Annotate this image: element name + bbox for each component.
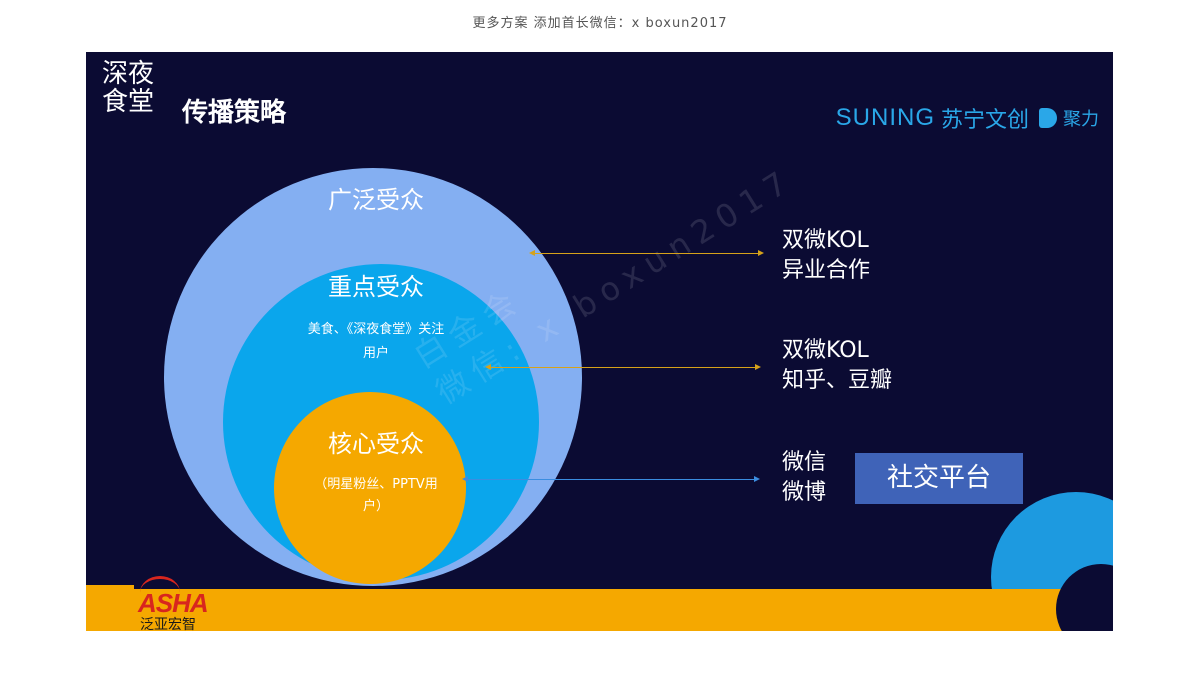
core-audience-circle	[274, 392, 466, 584]
core-audience-desc: （明星粉丝、PPTV用户）	[314, 477, 438, 514]
middle-audience-label: 重点受众	[328, 273, 424, 301]
bottom-bar	[86, 589, 1113, 631]
slide: 深夜 食堂 传播策略 SUNING 苏宁文创 聚力 白金会 微信: x boxu…	[86, 52, 1113, 631]
right-item-3: 微信 微博	[782, 448, 826, 508]
social-platform-box: 社交平台	[855, 453, 1023, 504]
slide-title: 传播策略	[182, 98, 287, 128]
arrow-outer	[529, 250, 764, 256]
right-item-1-line2: 异业合作	[782, 258, 871, 283]
right-item-1: 双微KOL 异业合作	[782, 226, 870, 286]
right-item-2-line2: 知乎、豆瓣	[782, 368, 893, 393]
asha-logo: ASHA 泛亚宏智	[136, 574, 216, 631]
core-audience-label: 核心受众	[328, 430, 424, 458]
bottom-left-tab	[86, 585, 134, 631]
right-item-2: 双微KOL 知乎、豆瓣	[782, 336, 892, 396]
arrow-core	[462, 476, 760, 482]
pptv-p-icon	[1039, 108, 1057, 128]
right-item-1-line1: 双微KOL	[782, 228, 869, 253]
top-note: 更多方案 添加首长微信：x boxun2017	[472, 16, 728, 31]
arrow-middle	[485, 364, 761, 370]
asha-arc-icon	[140, 576, 180, 609]
right-item-3-line1: 微信	[782, 450, 827, 475]
middle-audience-desc: 美食、《深夜食堂》关注用户	[307, 322, 445, 361]
asha-subtitle: 泛亚宏智	[140, 617, 196, 631]
suning-logo-text: SUNING	[835, 104, 935, 131]
logo-line-2: 食堂	[102, 87, 155, 117]
suning-wenchuang-text: 苏宁文创	[940, 108, 1029, 133]
asha-logo-text: ASHA	[138, 588, 209, 618]
shenye-shitang-logo: 深夜 食堂	[102, 60, 162, 116]
logo-line-1: 深夜	[102, 59, 155, 89]
outer-audience-label: 广泛受众	[328, 186, 424, 214]
right-item-3-line2: 微博	[782, 480, 827, 505]
right-item-2-line1: 双微KOL	[782, 338, 869, 363]
brand-logo: SUNING 苏宁文创 聚力	[836, 102, 1099, 134]
juli-text: 聚力	[1063, 109, 1099, 130]
